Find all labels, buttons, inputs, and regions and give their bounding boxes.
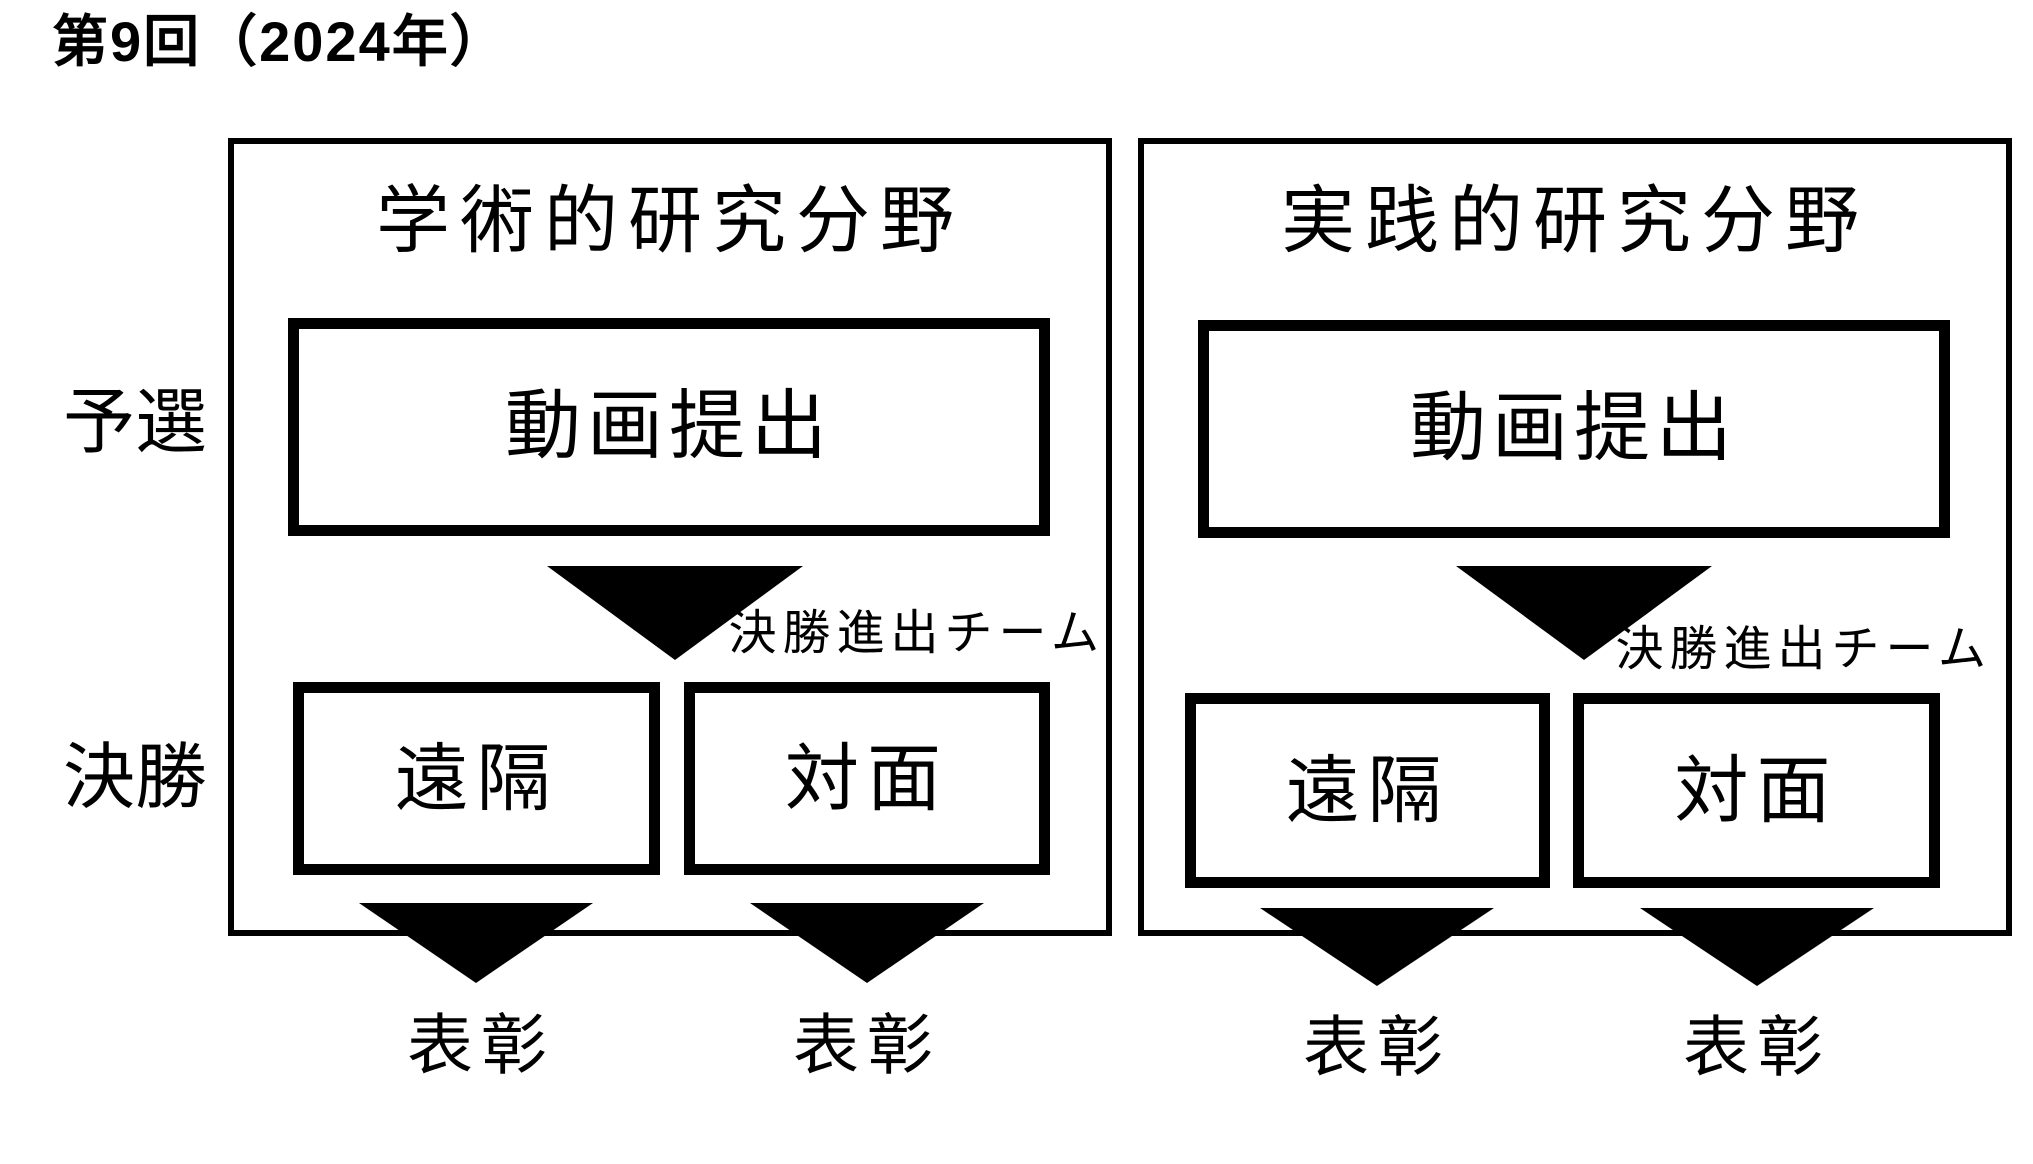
video-submission-box: 動画提出 (1198, 320, 1950, 538)
finalist-teams-label: 決勝進出チーム (1615, 623, 1992, 676)
down-arrow-icon (1640, 908, 1874, 986)
video-submission-label: 動画提出 (1410, 386, 1738, 471)
award-label: 表彰 (1303, 1010, 1451, 1084)
down-arrow-icon (359, 903, 593, 983)
row-label-preliminary: 予選 (62, 383, 207, 463)
award-label: 表彰 (1683, 1010, 1831, 1084)
down-arrow-icon (750, 903, 984, 983)
remote-final-label: 遠隔 (394, 736, 559, 820)
panel-header: 実践的研究分野 (1281, 179, 1869, 262)
panel-header: 学術的研究分野 (376, 179, 964, 262)
award-label: 表彰 (793, 1008, 941, 1082)
remote-final-box: 遠隔 (1185, 693, 1550, 888)
in-person-final-box: 対面 (1573, 693, 1940, 888)
award-label: 表彰 (407, 1008, 555, 1082)
video-submission-label: 動画提出 (505, 384, 833, 469)
remote-final-box: 遠隔 (293, 682, 660, 875)
down-arrow-icon (1260, 908, 1494, 986)
row-label-final: 決勝 (62, 738, 207, 818)
in-person-final-box: 対面 (684, 682, 1050, 875)
page-title: 第9回（2024年） (52, 10, 508, 73)
in-person-final-label: 対面 (785, 736, 949, 820)
video-submission-box: 動画提出 (288, 318, 1050, 536)
finalist-teams-label: 決勝進出チーム (728, 607, 1105, 660)
remote-final-label: 遠隔 (1285, 748, 1450, 832)
in-person-final-label: 対面 (1674, 748, 1839, 832)
